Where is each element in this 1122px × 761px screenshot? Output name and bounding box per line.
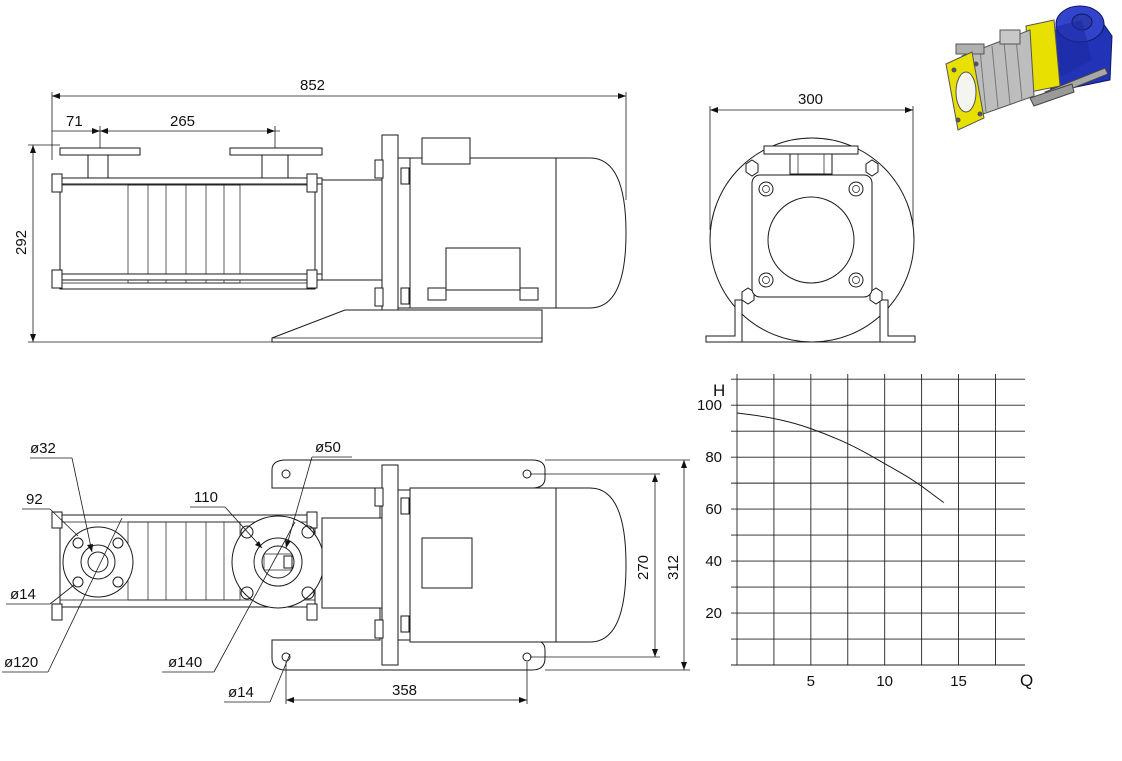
y-tick-label: 60	[705, 501, 722, 518]
height-label: 292	[13, 230, 30, 255]
pump-curve-line	[736, 412, 945, 504]
end-width-label: 300	[798, 91, 823, 108]
discharge-pcd-label: 110	[194, 489, 218, 506]
base-hole-spacing-label: 358	[392, 682, 417, 699]
discharge-flange-label: ø140	[168, 654, 202, 671]
base-hole-label: ø14	[228, 684, 254, 701]
x-tick-label: 10	[876, 673, 893, 690]
top-view: ø32 92 ø14 ø120 ø50 110 ø140 ø14 35	[2, 439, 690, 704]
x-tick-label: 15	[950, 673, 967, 690]
suction-pcd-label: 92	[26, 491, 43, 508]
discharge-bore-label: ø50	[315, 439, 341, 456]
chart-tick-labels: 5 10 15 20 40 60 80 100	[697, 397, 967, 690]
pump-3d-render	[945, 5, 1113, 131]
overall-length-label: 852	[300, 77, 325, 94]
suction-bolt-hole-label: ø14	[10, 586, 36, 603]
x-axis-label: Q	[1020, 671, 1033, 690]
suction-bore-label: ø32	[30, 440, 56, 457]
x-tick-label: 5	[807, 673, 815, 690]
base-outer-width-label: 312	[665, 555, 682, 580]
y-tick-label: 80	[705, 449, 722, 466]
chart-grid	[731, 374, 1025, 666]
suction-flange-label: ø120	[4, 654, 38, 671]
side-view: 852 71 265 292	[13, 77, 627, 343]
flange-spacing-label: 265	[170, 113, 195, 130]
base-inner-width-label: 270	[635, 555, 652, 580]
y-tick-label: 20	[705, 605, 722, 622]
y-tick-label: 40	[705, 553, 722, 570]
y-tick-label: 100	[697, 397, 722, 414]
y-axis-label: H	[713, 381, 725, 400]
offset-label: 71	[66, 113, 83, 130]
chart-series	[736, 412, 945, 504]
end-view: 300	[705, 91, 916, 343]
performance-chart: 5 10 15 20 40 60 80 100 H Q	[697, 374, 1033, 690]
